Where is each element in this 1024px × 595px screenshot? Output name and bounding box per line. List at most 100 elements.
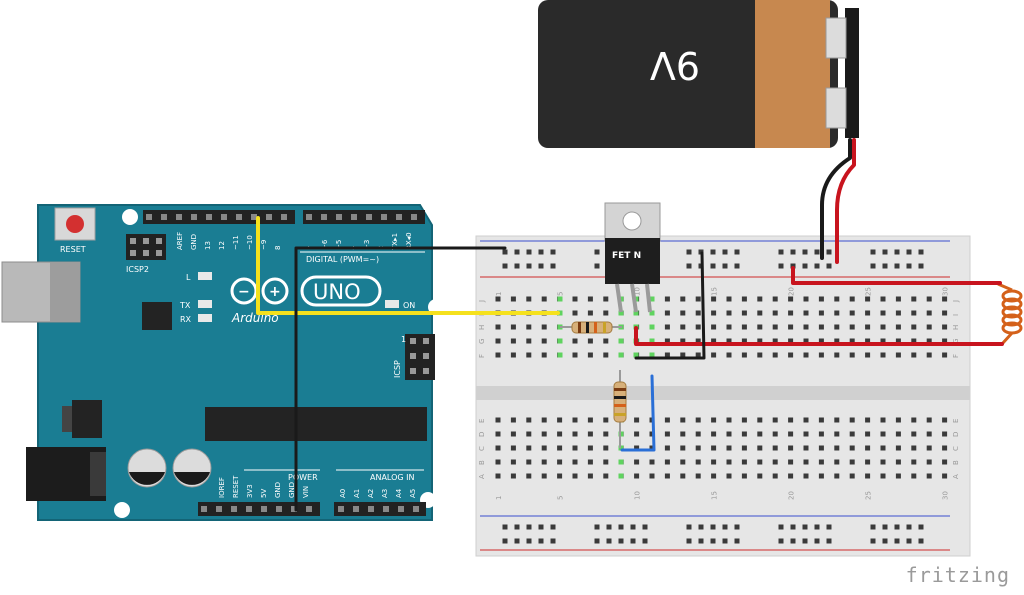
terminal-hole — [510, 338, 516, 344]
row-label: H — [952, 325, 960, 330]
terminal-hole — [818, 296, 824, 302]
terminal-hole — [695, 473, 701, 479]
rail-hole — [734, 263, 740, 269]
row-label: B — [478, 460, 486, 465]
rail-hole — [722, 524, 728, 530]
connected-hole — [633, 352, 639, 358]
terminal-hole — [664, 352, 670, 358]
digital-pin-label: TX▸1 — [391, 233, 399, 251]
terminal-hole — [634, 473, 640, 479]
transistor-label: FET N — [612, 251, 641, 261]
terminal-hole — [587, 417, 593, 423]
header-pin — [216, 506, 222, 512]
header-pin — [176, 214, 182, 220]
terminal-hole — [726, 417, 732, 423]
connected-hole — [618, 310, 624, 316]
wire-black-gnd — [294, 246, 507, 512]
terminal-hole — [680, 473, 686, 479]
row-label: H — [478, 325, 486, 330]
rail-hole — [778, 263, 784, 269]
transistor-tab-hole — [622, 211, 642, 231]
rail-hole — [686, 249, 692, 255]
terminal-hole — [572, 310, 578, 316]
battery-label: 9V — [650, 43, 700, 87]
row-label: J — [952, 300, 960, 303]
digital-pin-label: 12 — [218, 241, 226, 250]
reset-button-cap[interactable] — [66, 215, 84, 233]
terminal-hole — [880, 417, 886, 423]
terminal-hole — [757, 459, 763, 465]
terminal-hole — [880, 296, 886, 302]
rail-hole — [802, 249, 808, 255]
header-pin — [411, 214, 417, 220]
rail-hole — [870, 249, 876, 255]
terminal-hole — [818, 338, 824, 344]
terminal-hole — [680, 417, 686, 423]
rail-hole — [594, 249, 600, 255]
terminal-hole — [495, 431, 501, 437]
terminal-hole — [526, 473, 532, 479]
row-label: A — [952, 474, 960, 479]
terminal-hole — [895, 310, 901, 316]
rail-hole — [734, 538, 740, 544]
terminal-hole — [695, 296, 701, 302]
inductor-coil — [997, 282, 1023, 346]
terminal-hole — [587, 431, 593, 437]
terminal-hole — [772, 417, 778, 423]
terminal-hole — [757, 338, 763, 344]
column-label: 15 — [711, 491, 719, 500]
connected-hole — [618, 459, 624, 465]
terminal-hole — [803, 338, 809, 344]
terminal-hole — [849, 417, 855, 423]
terminal-hole — [572, 473, 578, 479]
row-label: G — [478, 339, 486, 344]
terminal-hole — [664, 417, 670, 423]
rail-hole — [814, 249, 820, 255]
terminal-hole — [711, 296, 717, 302]
rail-hole — [802, 263, 808, 269]
terminal-hole — [865, 352, 871, 358]
terminal-hole — [664, 431, 670, 437]
rail-hole — [906, 249, 912, 255]
terminal-hole — [680, 352, 686, 358]
rail-hole — [526, 524, 532, 530]
terminal-hole — [849, 459, 855, 465]
terminal-hole — [557, 459, 563, 465]
terminal-hole — [695, 431, 701, 437]
terminal-hole — [572, 338, 578, 344]
header-pin — [281, 214, 287, 220]
digital-pin-label: ~3 — [363, 240, 371, 250]
row-label: A — [478, 474, 486, 479]
terminal-hole — [849, 296, 855, 302]
terminal-hole — [711, 459, 717, 465]
terminal-hole — [726, 310, 732, 316]
terminal-hole — [834, 417, 840, 423]
header-pin — [338, 506, 344, 512]
digital-pin-label: 13 — [204, 241, 212, 250]
analog-pin-row — [338, 506, 419, 512]
analog-pin-label: A0 — [339, 489, 347, 498]
terminal-hole — [634, 459, 640, 465]
terminal-hole — [541, 445, 547, 451]
terminal-hole — [741, 417, 747, 423]
terminal-hole — [726, 324, 732, 330]
digital-pin-label: ~11 — [232, 235, 240, 250]
wire-blue — [620, 374, 656, 452]
terminal-hole — [649, 459, 655, 465]
analog-pin-label: A4 — [395, 488, 403, 498]
usb-controller-chip — [142, 302, 172, 330]
terminal-hole — [726, 296, 732, 302]
terminal-hole — [695, 324, 701, 330]
rail-hole — [594, 524, 600, 530]
rail-hole — [882, 538, 888, 544]
terminal-hole — [526, 296, 532, 302]
terminal-hole — [926, 417, 932, 423]
terminal-hole — [526, 338, 532, 344]
terminal-hole — [526, 431, 532, 437]
analog-header-label: ANALOG IN — [370, 473, 415, 482]
terminal-hole — [510, 459, 516, 465]
terminal-hole — [942, 431, 948, 437]
rail-hole — [710, 538, 716, 544]
connected-hole — [618, 338, 624, 344]
terminal-hole — [926, 352, 932, 358]
